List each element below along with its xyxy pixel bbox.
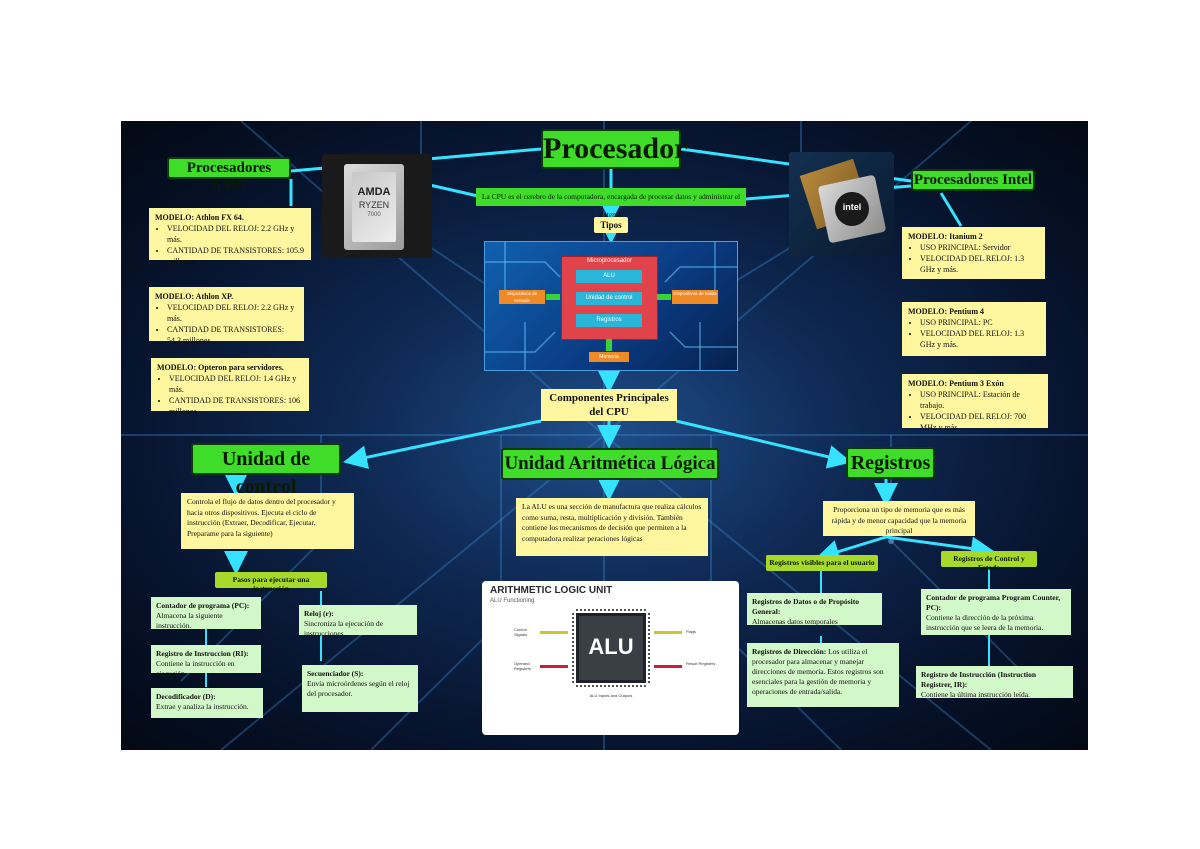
reg-title: Registros — [846, 447, 935, 479]
micro-input-arrow — [546, 294, 560, 300]
alu-chip: ALU — [576, 613, 646, 683]
tipos-label: Tipos — [594, 217, 628, 233]
reg-item-datos: Registros de Datos o de Propósito Genera… — [747, 593, 882, 626]
reg-item-pc-title: Contador de programa Program Counter, PC… — [926, 593, 1061, 612]
reg-item-ir-text: Contiene la última instrucción leída. — [921, 690, 1030, 699]
uc-item-d: Decodificador (D): Extrae y analiza la i… — [151, 688, 263, 718]
uc-pasos: Pasos para ejecutar una instrucción — [215, 572, 327, 593]
amd-chip-photo: AMDA RYZEN 7000 — [322, 154, 432, 258]
uc-item-d-text: Extrae y analiza la instrucción. — [156, 702, 249, 711]
amd-model-3-name: MODELO: Opteron para servidores. — [157, 363, 284, 372]
intel-model-1-item-2: VELOCIDAD DEL RELOJ: 1.3 GHz y más. — [920, 253, 1039, 275]
reg-item-pc-text: Contiene la dirección de la próxima inst… — [926, 613, 1044, 632]
alu-left-top-arrow — [540, 631, 568, 634]
intel-model-2: MODELO: Pentium 4 USO PRINCIPAL: PC VELO… — [902, 302, 1046, 356]
reg-item-datos-text: Almacenas datos temporales — [752, 617, 838, 626]
alu-left-top-label: Control Signals — [514, 627, 528, 637]
alu-bottom-label: ALU Inputs and Outputs — [589, 693, 633, 698]
intel-model-2-name: MODELO: Pentium 4 — [908, 307, 984, 316]
main-title: Procesador — [541, 129, 687, 169]
amd-model-2-item-2: CANTIDAD DE TRANSISTORES: 54.3 millones. — [167, 324, 298, 346]
uc-item-reloj-title: Reloj (r): — [304, 609, 334, 618]
uc-item-ri-title: Registro de Instruccion (RI): — [156, 649, 249, 658]
uc-item-ri-text: Contiene la instrucción en ejecución. — [156, 659, 235, 678]
amd-model-1-item-2: CANTIDAD DE TRANSISTORES: 105.9 millones… — [167, 245, 305, 267]
micro-title: Microprocesador — [587, 258, 632, 264]
micro-control: Unidad de control — [576, 292, 642, 305]
mind-map-poster: Procesador La CPU es el cerebro de la co… — [121, 121, 1088, 750]
alu-diagram-subtitle: ALU Functioning — [490, 598, 535, 604]
reg-item-ir-title: Registro de Instrucción (Instruction Reg… — [921, 670, 1037, 689]
amd-title: Procesadores AMD — [167, 157, 291, 194]
intel-model-2-item-1: USO PRINCIPAL: PC — [920, 317, 1040, 328]
intel-model-1: MODELO: Itanium 2 USO PRINCIPAL: Servido… — [902, 227, 1045, 279]
amd-chip-brand: AMDA — [357, 186, 391, 198]
alu-right-top-arrow — [654, 631, 682, 634]
alu-title: Unidad Aritmética Lógica — [501, 448, 719, 480]
amd-model-3: MODELO: Opteron para servidores. VELOCID… — [151, 358, 309, 416]
micro-input: Dispositivos de entrada — [499, 290, 545, 304]
reg-item-pc: Contador de programa Program Counter, PC… — [921, 589, 1071, 635]
alu-right-top-label: Flags — [686, 629, 696, 634]
uc-item-reloj: Reloj (r): Sincroniza la ejecución de in… — [299, 605, 417, 638]
intel-model-3-item-1: USO PRINCIPAL: Estación de trabajo. — [920, 389, 1042, 411]
intel-chip-brand: intel — [842, 202, 862, 212]
reg-item-datos-title: Registros de Datos o de Propósito Genera… — [752, 597, 860, 616]
amd-model-2-item-1: VELOCIDAD DEL RELOJ: 2.2 GHz y más. — [167, 302, 298, 324]
micro-memory: Memoria — [589, 352, 629, 362]
intel-model-1-item-1: USO PRINCIPAL: Servidor — [920, 242, 1039, 253]
uc-item-reloj-text: Sincroniza la ejecución de instrucciones… — [304, 619, 383, 638]
reg-item-direccion-text: Los utiliza el procesador para almacenar… — [752, 647, 884, 696]
intel-model-1-name: MODELO: Itanium 2 — [908, 232, 983, 241]
reg-visible-label: Registros visibles para el usuario — [766, 555, 878, 571]
amd-model-2-name: MODELO: Athlon XP. — [155, 292, 234, 301]
reg-item-direccion: Registros de Dirección: Los utiliza el p… — [747, 643, 899, 707]
alu-left-bottom-label: Operand Registers — [514, 661, 531, 671]
micro-registros: Registros — [576, 314, 642, 327]
uc-item-pc: Contador de programa (PC): Almacena la s… — [151, 597, 261, 630]
alu-left-bottom-arrow — [540, 665, 568, 668]
intel-model-3-name: MODELO: Pentium 3 Exón — [908, 379, 1004, 388]
reg-item-ir: Registro de Instrucción (Instruction Reg… — [916, 666, 1073, 699]
micro-output: Dispositivos de salida — [672, 290, 718, 304]
amd-model-1-name: MODELO: Athlon FX 64. — [155, 213, 244, 222]
amd-model-2: MODELO: Athlon XP. VELOCIDAD DEL RELOJ: … — [149, 287, 304, 345]
alu-right-bottom-label: Result Registers — [686, 661, 716, 666]
amd-model-3-item-1: VELOCIDAD DEL RELOJ: 1.4 GHz y más. — [169, 373, 303, 395]
intel-title: Procesadores Intel — [911, 169, 1035, 191]
uc-title: Unidad de control — [191, 443, 341, 498]
intro-note: La CPU es el cerebro de la computadora, … — [476, 188, 746, 219]
amd-model-3-item-2: CANTIDAD DE TRANSISTORES: 106 millones. — [169, 395, 303, 417]
uc-description: Controla el flujo de datos dentro del pr… — [181, 493, 354, 549]
reg-control-label: Registros de Control y Estado — [941, 551, 1037, 572]
intel-model-3: MODELO: Pentium 3 Exón USO PRINCIPAL: Es… — [902, 374, 1048, 432]
amd-model-1-item-1: VELOCIDAD DEL RELOJ: 2.2 GHz y más. — [167, 223, 305, 245]
amd-chip-sub: 7000 — [367, 212, 381, 218]
reg-item-direccion-title: Registros de Dirección: — [752, 647, 827, 656]
intel-model-3-item-2: VELOCIDAD DEL RELOJ: 700 MHz y más. — [920, 411, 1042, 433]
uc-item-pc-title: Contador de programa (PC): — [156, 601, 250, 610]
micro-memory-arrow — [606, 339, 612, 351]
alu-chip-label: ALU — [588, 634, 634, 659]
amd-chip-model: RYZEN — [358, 200, 390, 210]
alu-description: La ALU es una sección de manufactura que… — [516, 498, 708, 556]
microprocessor-diagram: Microprocesador ALU Unidad de control Re… — [484, 241, 738, 371]
uc-item-pc-text: Almacena la siguiente instrucción. — [156, 611, 223, 630]
alu-diagram: ARITHMETIC LOGIC UNIT ALU Functioning AL… — [482, 581, 739, 735]
intel-chip-photo: intel — [789, 152, 894, 256]
alu-diagram-title: ARITHMETIC LOGIC UNIT — [490, 585, 613, 596]
micro-output-arrow — [657, 294, 671, 300]
micro-alu: ALU — [576, 270, 642, 283]
reg-description: Proporciona un tipo de memoria que es má… — [823, 501, 975, 536]
uc-item-secuenciador-text: Envía microórdenes según el reloj del pr… — [307, 679, 410, 698]
uc-item-secuenciador-title: Secuenciador (S): — [307, 669, 364, 678]
alu-right-bottom-arrow — [654, 665, 682, 668]
uc-item-ri: Registro de Instruccion (RI): Contiene l… — [151, 645, 261, 678]
uc-item-d-title: Decodificador (D): — [156, 692, 216, 701]
amd-model-1: MODELO: Athlon FX 64. VELOCIDAD DEL RELO… — [149, 208, 311, 266]
componentes-label: Componentes Principales del CPU — [541, 389, 677, 421]
uc-item-secuenciador: Secuenciador (S): Envía microórdenes seg… — [302, 665, 418, 712]
intel-model-2-item-2: VELOCIDAD DEL RELOJ: 1.3 GHz y más. — [920, 328, 1040, 350]
